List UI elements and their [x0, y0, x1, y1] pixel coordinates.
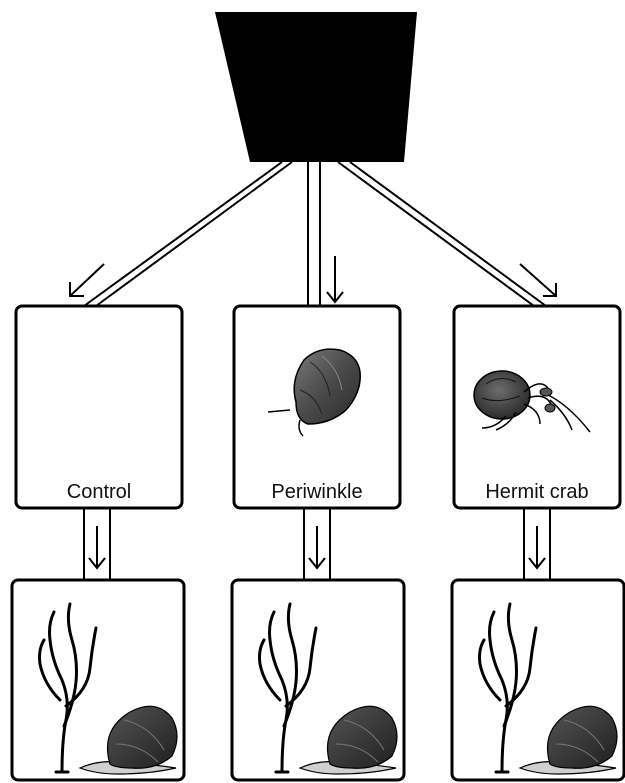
flow-arrow-control: [70, 264, 104, 296]
control-label: Control: [67, 481, 131, 503]
tube-periwinkle-down: [304, 508, 330, 580]
hermit-crab-label: Hermit crab: [485, 481, 588, 503]
tube-control-down: [84, 508, 110, 580]
tube-to-hermit-crab: [338, 162, 546, 306]
tube-to-control: [84, 162, 292, 306]
water-source-hopper-icon: [215, 12, 417, 162]
periwinkle-label: Periwinkle: [271, 481, 362, 503]
tube-to-periwinkle: [308, 162, 320, 306]
tube-hermit-crab-down: [524, 508, 550, 580]
control-box: [16, 306, 182, 508]
flow-arrow-periwinkle: [327, 256, 343, 302]
